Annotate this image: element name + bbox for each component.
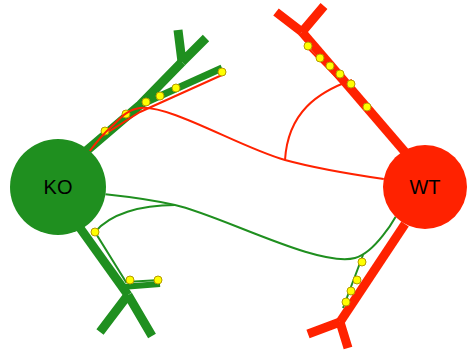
synapse-dot xyxy=(126,276,134,284)
dendrite-fork xyxy=(100,295,152,336)
dendrite xyxy=(80,228,128,295)
cell-body: WT xyxy=(383,145,467,229)
synapse-dot xyxy=(363,103,371,111)
dendrite xyxy=(340,224,405,322)
axon-terminal xyxy=(307,47,368,110)
synapse-dot xyxy=(336,70,344,78)
synapse-dot xyxy=(142,98,150,106)
axon xyxy=(105,194,395,259)
cell-circle xyxy=(383,145,467,229)
dendrite-fork xyxy=(276,6,324,32)
cell-circle xyxy=(10,139,106,235)
synapse-dot xyxy=(218,68,226,76)
synapse-dot xyxy=(326,62,334,70)
synapse-dot xyxy=(154,276,162,284)
dendrite xyxy=(302,32,405,152)
axon-branch xyxy=(95,205,175,282)
cell-body: KO xyxy=(10,139,106,235)
dendrite xyxy=(140,68,222,105)
synapse-dot xyxy=(156,92,164,100)
synapse-dot xyxy=(91,228,99,236)
synapse-dot xyxy=(342,298,350,306)
synapse-dot xyxy=(347,287,355,295)
axon-branch xyxy=(285,80,352,160)
dendrite-fork xyxy=(308,322,348,348)
synapses xyxy=(91,42,371,306)
synapse-dot xyxy=(358,258,366,266)
dendrite xyxy=(122,284,160,287)
synapse-dot xyxy=(316,54,324,62)
synapse-dot xyxy=(304,42,312,50)
synapse-dot xyxy=(353,276,361,284)
cell-label: KO xyxy=(44,177,73,197)
cell-label: WT xyxy=(409,177,440,197)
synapse-dot xyxy=(347,80,355,88)
synapse-dot xyxy=(172,84,180,92)
dendrite-fork xyxy=(178,30,206,62)
axon xyxy=(90,108,384,179)
axon-branches xyxy=(95,47,368,308)
